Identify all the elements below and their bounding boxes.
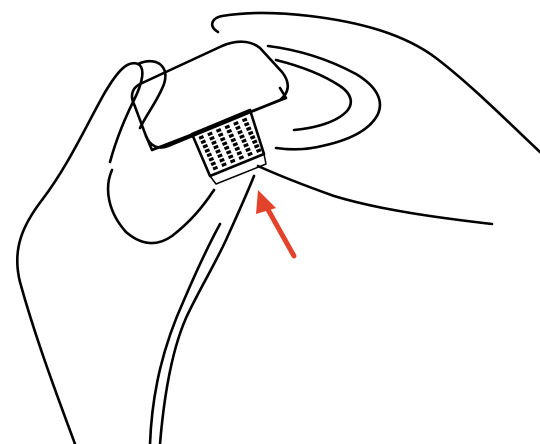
mesh-hole	[210, 161, 216, 166]
right-hand-lower-finger	[258, 166, 492, 224]
mesh-hole	[204, 148, 210, 153]
mesh-hole	[202, 144, 208, 149]
mesh-hole	[250, 135, 256, 140]
right-hand-top-contour	[212, 13, 540, 152]
mesh-base	[210, 154, 266, 184]
mesh-hole	[233, 121, 239, 126]
mesh-hole	[252, 139, 258, 144]
mesh-hole	[239, 134, 245, 139]
left-hand	[17, 61, 220, 444]
mesh-hole	[244, 122, 250, 127]
right-hand-inner-thumb	[276, 60, 351, 130]
mesh-hole	[241, 139, 247, 144]
arrow-shaft	[266, 206, 294, 256]
mesh-hole	[254, 144, 260, 149]
mesh-hole	[248, 131, 254, 136]
mesh-hole	[198, 135, 204, 140]
mesh-hole	[221, 162, 227, 167]
mesh-hole	[211, 140, 217, 145]
mesh-hole	[245, 147, 251, 152]
mesh-hole	[212, 166, 218, 171]
mesh-hole	[256, 148, 262, 153]
left-hand-finger-tips	[108, 170, 214, 243]
mesh-hole	[226, 150, 232, 155]
left-hand-palm-edge	[150, 224, 220, 444]
mesh-hole	[219, 158, 225, 163]
mesh-hole	[228, 154, 234, 159]
mesh-hole	[208, 157, 214, 162]
mesh-hole	[222, 141, 228, 146]
mesh-hole	[234, 146, 240, 151]
mesh-hole	[206, 153, 212, 158]
mesh-hole	[217, 153, 223, 158]
mesh-hole	[236, 151, 242, 156]
mesh-hole	[213, 145, 219, 150]
mesh-hole	[228, 133, 234, 138]
device-body	[132, 42, 288, 148]
right-hand-index-finger	[160, 176, 254, 444]
mesh-hole	[207, 132, 213, 137]
mesh-hole	[243, 143, 249, 148]
mesh-hole	[247, 152, 253, 157]
mesh-hole	[209, 136, 215, 141]
mesh-hole	[215, 149, 221, 154]
mesh-hole	[218, 132, 224, 137]
mesh-hole	[230, 159, 236, 164]
arrow-indicator	[256, 190, 294, 256]
mesh-hole	[246, 126, 252, 131]
mesh-hole	[216, 128, 222, 133]
mesh-hole	[238, 155, 244, 160]
mesh-grid	[198, 118, 261, 171]
mesh-hole	[230, 138, 236, 143]
device-lower-edge	[146, 88, 286, 150]
mesh-hole	[226, 129, 232, 134]
mesh-hole	[224, 125, 230, 130]
mesh-hole	[237, 130, 243, 135]
mesh-hole	[232, 142, 238, 147]
mesh-hole	[235, 125, 241, 130]
mesh-hole	[220, 137, 226, 142]
mesh-hole	[200, 139, 206, 144]
arrow-head	[256, 190, 276, 214]
mesh-hole	[242, 118, 248, 123]
left-hand-outline	[17, 63, 142, 444]
mesh-hole	[224, 146, 230, 151]
